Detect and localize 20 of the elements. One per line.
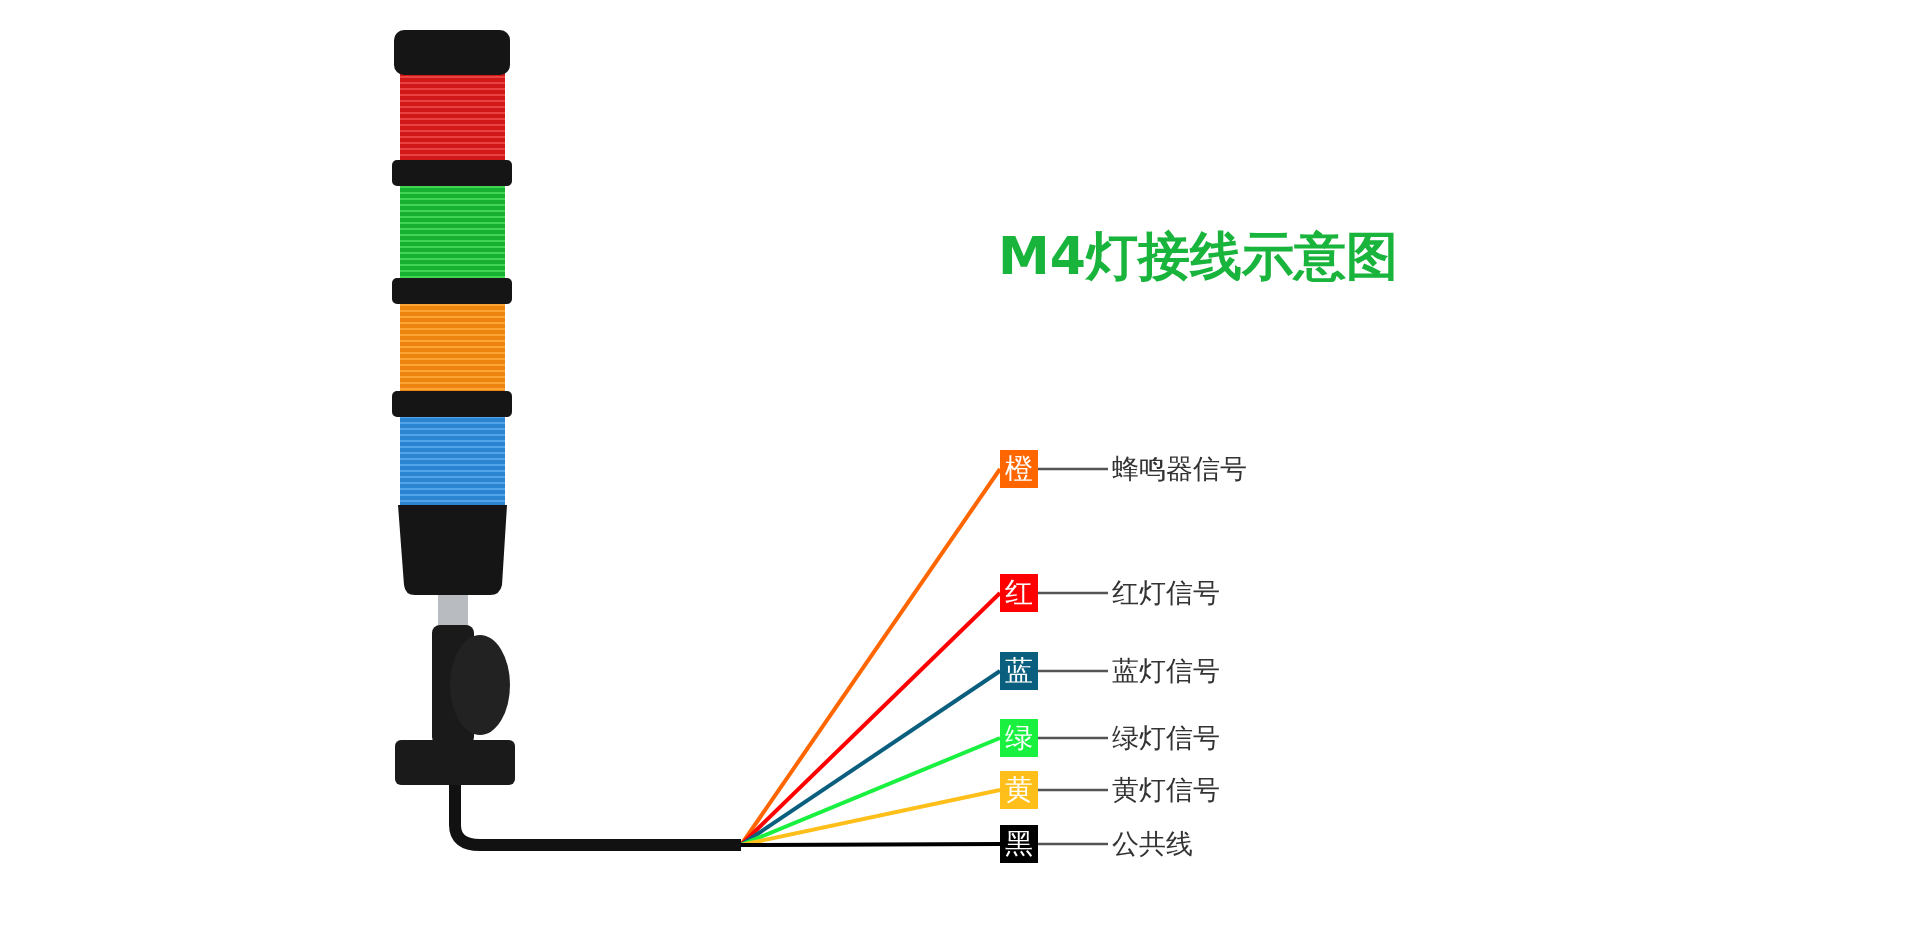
leader-line	[1038, 736, 1108, 740]
signal-label: 绿灯信号	[1112, 719, 1220, 757]
signal-label: 红灯信号	[1112, 574, 1220, 612]
wire-color-tag: 黑	[1000, 825, 1038, 863]
wire-color-tag: 红	[1000, 574, 1038, 612]
signal-label: 黄灯信号	[1112, 771, 1220, 809]
leader-line	[1038, 669, 1108, 673]
wire-color-tag: 蓝	[1000, 652, 1038, 690]
leader-line	[1038, 788, 1108, 792]
leader-line	[1038, 467, 1108, 471]
leader-line	[1038, 842, 1108, 846]
wire-color-tag: 黄	[1000, 771, 1038, 809]
wire-color-tag: 绿	[1000, 719, 1038, 757]
diagram-title: M4灯接线示意图	[998, 225, 1398, 288]
signal-label: 蓝灯信号	[1112, 652, 1220, 690]
wire	[741, 842, 1000, 847]
leader-line	[1038, 591, 1108, 595]
signal-label: 公共线	[1112, 825, 1193, 863]
signal-label: 蜂鸣器信号	[1112, 450, 1247, 488]
wire-color-tag: 橙	[1000, 450, 1038, 488]
